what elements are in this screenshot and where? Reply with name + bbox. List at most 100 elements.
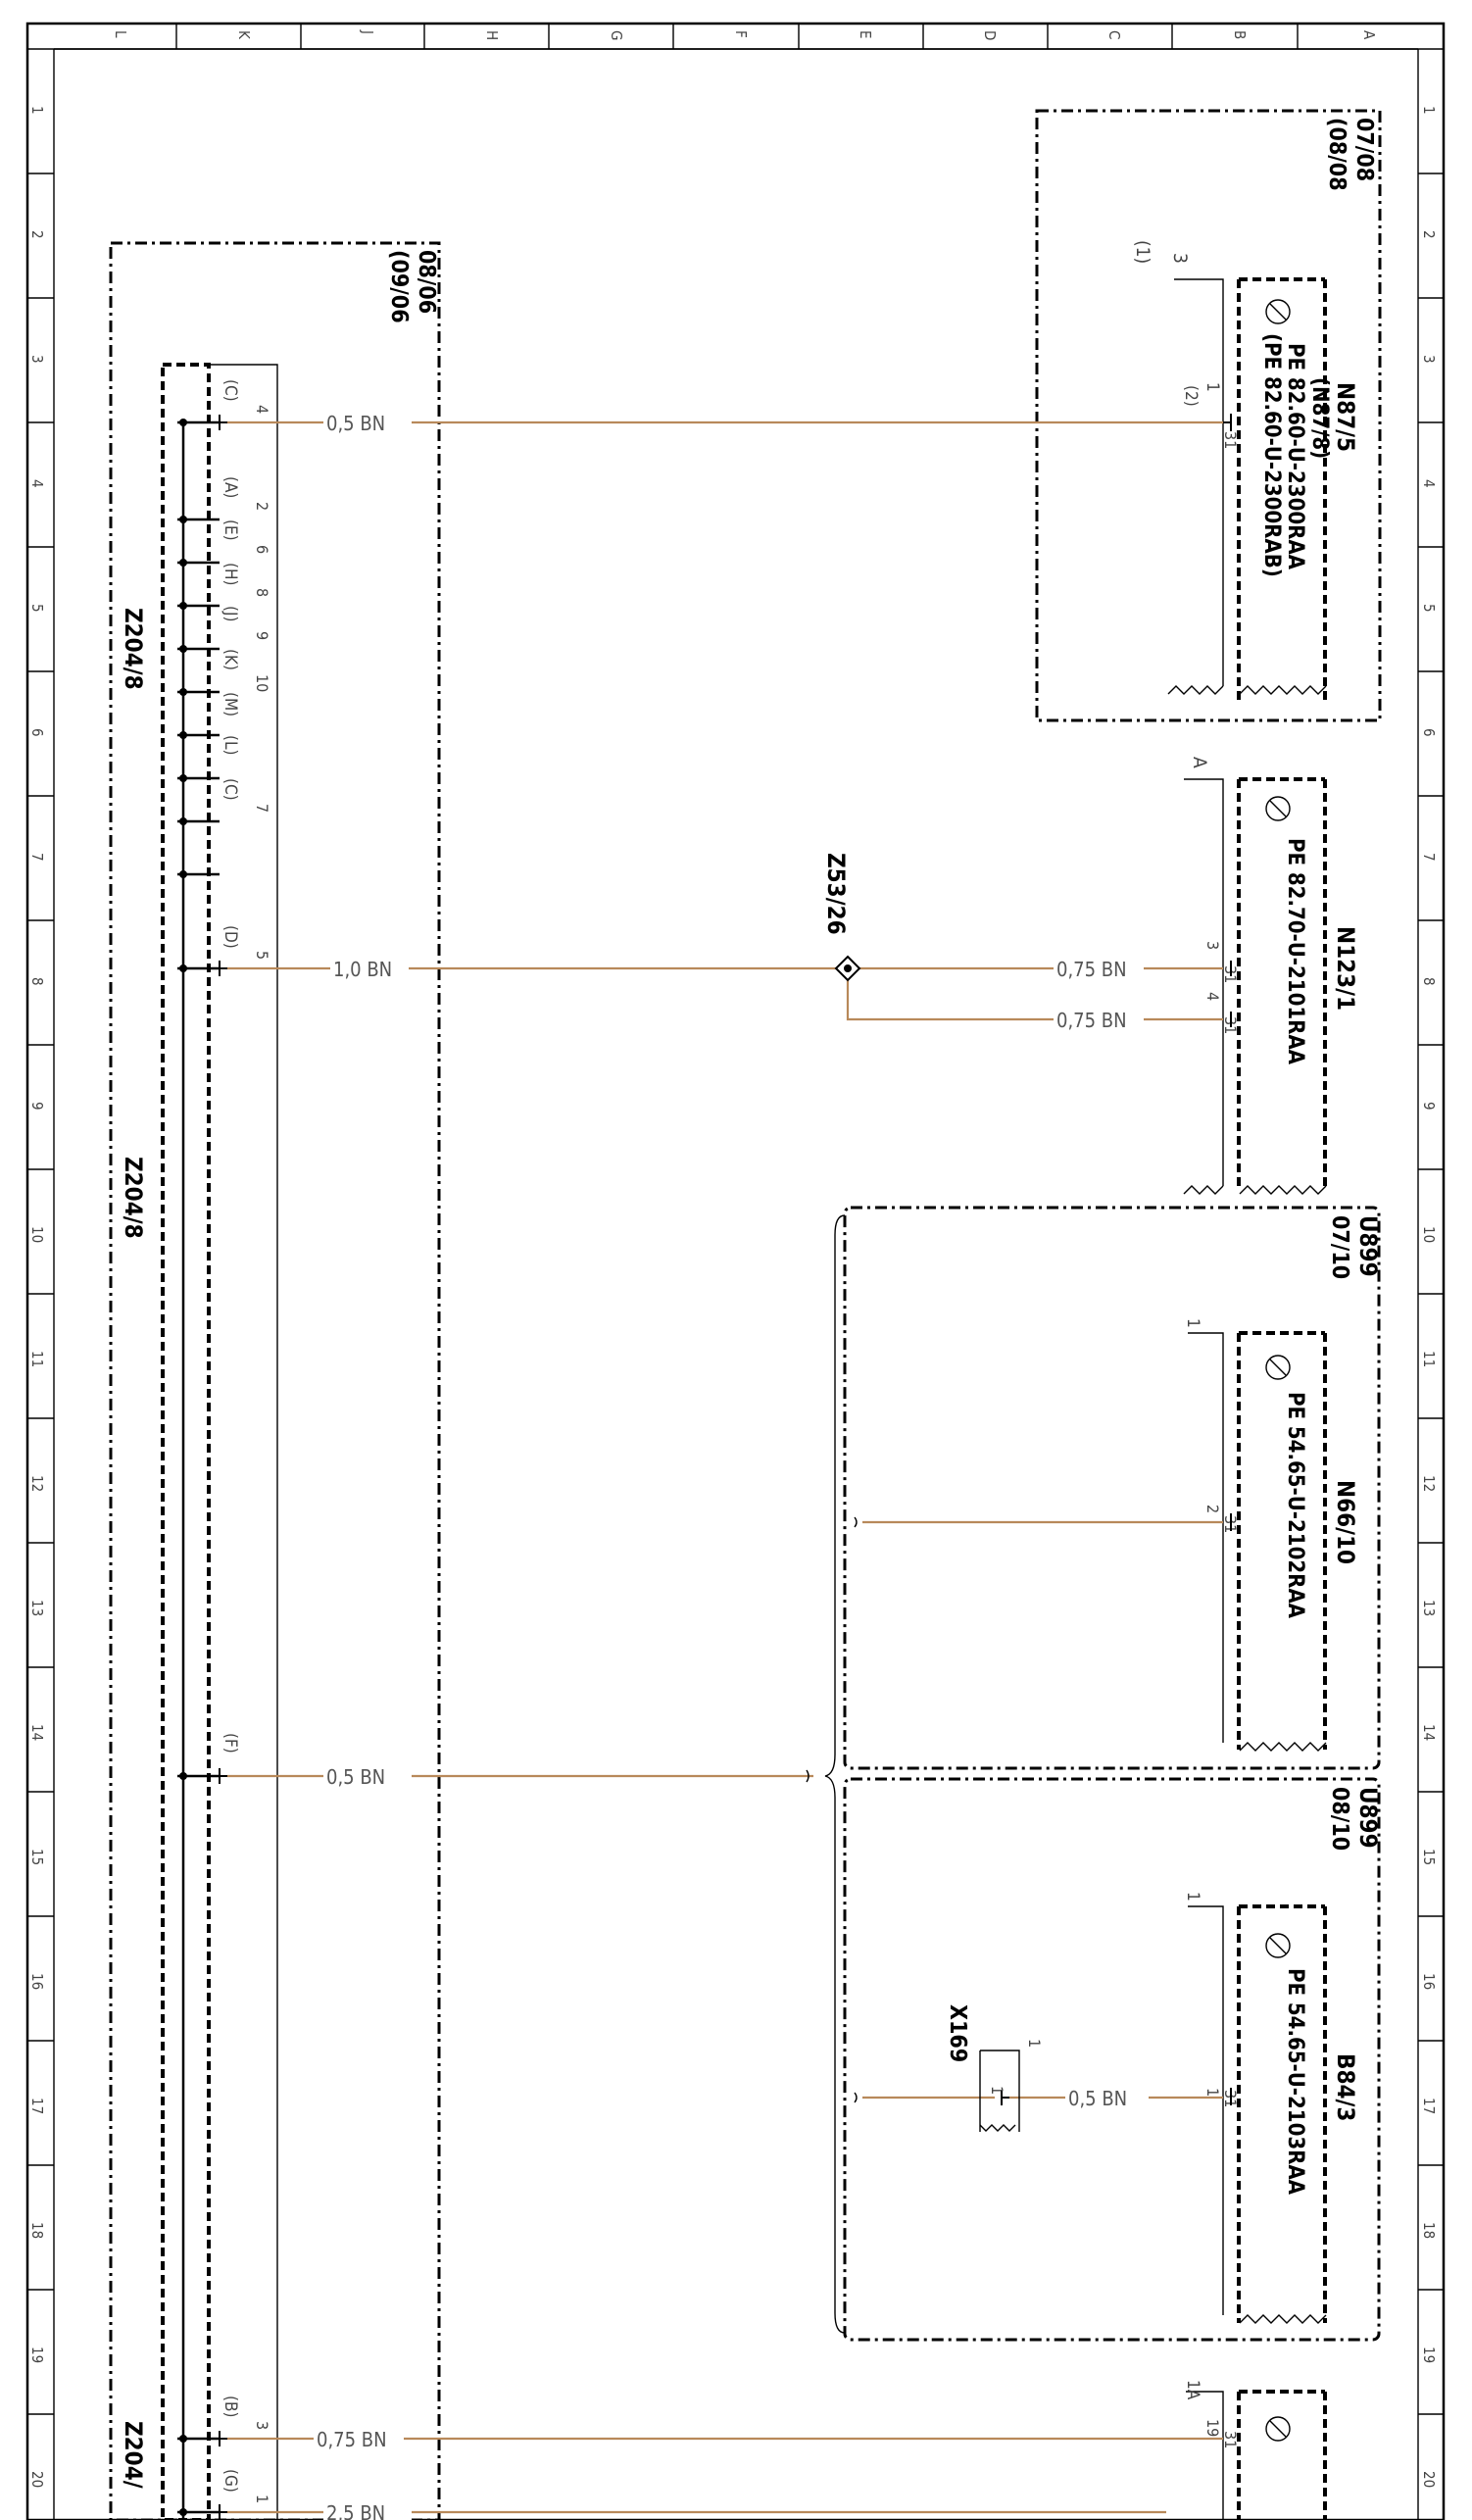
u899-brace: [824, 1214, 846, 2334]
z204-pin-number: 1: [253, 2495, 271, 2503]
z204-pin-number: 8: [253, 588, 271, 597]
z204-pin-list: (C)4(A)2(E)6(H)8(J)9(K)10(M)(L)(C)7(D)5(…: [177, 379, 271, 2520]
column-label: F: [732, 30, 750, 38]
cut-mark: [1239, 685, 1327, 695]
component-name: B84/3: [1332, 2053, 1359, 2121]
range-box-07-08: [1035, 109, 1382, 722]
z204-pin-letter: (A): [221, 476, 240, 498]
row-label: 1: [28, 106, 46, 115]
x169-body: [980, 2050, 1020, 2132]
z204-pin-letter: (B): [221, 2396, 240, 2417]
ground-pin: 31: [1221, 431, 1240, 449]
row-label: 8: [28, 977, 46, 986]
cut-mark: [1239, 1185, 1327, 1195]
column-label: J: [359, 29, 376, 34]
pin-number: 3: [1169, 253, 1191, 264]
pin-number: 4: [1203, 992, 1222, 1001]
row-label: 11: [1420, 1351, 1438, 1367]
range-bottom-text: (08/08: [1324, 118, 1349, 191]
row-label: 20: [28, 2471, 46, 2488]
column-label: H: [483, 30, 501, 40]
z204-pin-letter: (J): [221, 606, 240, 621]
z204-body-line: [209, 364, 278, 2520]
z204-label: Z204/8: [120, 1157, 147, 1239]
pe-reference: PE 54.65-U-2103RAA: [1283, 1968, 1307, 2196]
component-n123: N123/1 PE 82.70-U-2101RAA A 3 4 31 31: [1183, 757, 1359, 1195]
row-label: 1: [1420, 106, 1438, 115]
wire-label: 0,5 BN: [326, 1765, 385, 1789]
wire-label: 2,5 BN: [326, 2501, 385, 2520]
grounding-icon: [1265, 796, 1291, 821]
column-label: E: [857, 30, 874, 39]
row-label: 18: [28, 2222, 46, 2239]
u899-range: 07/10: [1327, 1215, 1352, 1279]
row-label: 2: [1420, 230, 1438, 239]
row-margin-rules: [53, 49, 1419, 2520]
u899-name: U899: [1354, 1215, 1382, 1277]
x169-label: X169: [945, 2004, 970, 2062]
z204-pin: (H)8: [177, 563, 271, 610]
pin-number: 1: [988, 2086, 1006, 2095]
z53-splice: Z53/26: [822, 853, 861, 982]
range-07-08-label: 07/08 (08/08: [1324, 118, 1377, 191]
row-label: 18: [1420, 2222, 1438, 2239]
cut-mark: [1239, 2314, 1327, 2324]
z204-pin: (M): [177, 692, 240, 739]
z204-pin: (J)9: [177, 606, 271, 653]
z204-pin: (E) 6: [177, 519, 271, 567]
wire-labels: 0,5 BN 1,0 BN 0,75 BN 0,75 BN 0,5 BN 0,5…: [314, 412, 1149, 2520]
column-label: A: [1360, 30, 1378, 40]
z204-pin-number: 4: [253, 405, 271, 414]
u899-lower-label: U899 08/10: [1327, 1787, 1382, 1851]
row-label: 2: [28, 230, 46, 239]
row-label: 14: [1420, 1724, 1438, 1741]
z204-pin-letter: (E): [221, 519, 240, 541]
column-label: B: [1231, 30, 1249, 39]
wires: [227, 420, 1223, 2514]
component-name: N123/1: [1332, 926, 1359, 1011]
component-body-line: [1184, 778, 1224, 1186]
pin-number: 1: [1025, 2039, 1044, 2048]
z204-pin-letter: (G): [221, 2469, 240, 2493]
z204-label: Z204/: [120, 2421, 147, 2489]
grounding-icon: [1265, 1355, 1291, 1380]
pin-number: 1: [1202, 382, 1222, 392]
range-08-06-label: 08/06 (09/06: [386, 250, 439, 323]
component-body-line: [1188, 1332, 1224, 1743]
z204-pin-letter: (C): [221, 778, 240, 801]
splice-label: Z53/26: [822, 853, 850, 935]
connector-pin: [1001, 2090, 1009, 2105]
column-label: D: [981, 30, 999, 40]
z204-pin-letter: (D): [221, 925, 240, 949]
row-label: 4: [1420, 479, 1438, 488]
row-label: 17: [28, 2098, 46, 2114]
grounding-icon: [1265, 299, 1291, 324]
pe-reference: PE 82.70-U-2101RAA: [1283, 838, 1307, 1065]
component-name: N66/10: [1332, 1480, 1359, 1564]
row-label: 19: [28, 2347, 46, 2363]
u899-box-lower: [843, 1777, 1381, 2342]
row-label: 15: [28, 1849, 46, 1865]
z204-pin-number: 5: [253, 951, 271, 960]
pe-reference-alt: (PE 82.60-U-2300RAB): [1259, 333, 1284, 577]
component-body-line: [1174, 278, 1224, 686]
cut-mark: [1167, 685, 1224, 695]
z204-pin-number: 6: [253, 545, 271, 554]
grounding-icon: [1269, 2420, 1287, 2438]
column-dividers: [175, 24, 1299, 49]
wire-label: 0,75 BN: [1056, 958, 1127, 981]
row-label: 14: [28, 1724, 46, 1741]
row-label: 10: [1420, 1226, 1438, 1243]
range-bottom-text: (09/06: [386, 250, 412, 323]
connector-pin: [1223, 414, 1232, 431]
component-outline: [1237, 777, 1327, 1191]
z204-label: Z204/8: [120, 608, 147, 690]
row-label: 6: [28, 728, 46, 737]
z204-outline: [161, 363, 211, 2520]
z204-pin-letter: (F): [221, 1733, 240, 1754]
wire-break-mark: [806, 1769, 810, 1783]
column-label: C: [1105, 30, 1123, 39]
row-label: 15: [1420, 1849, 1438, 1865]
component-n87: N87/5 (N87/8) PE 82.60-U-2300RAA (PE 82.…: [1132, 240, 1359, 701]
